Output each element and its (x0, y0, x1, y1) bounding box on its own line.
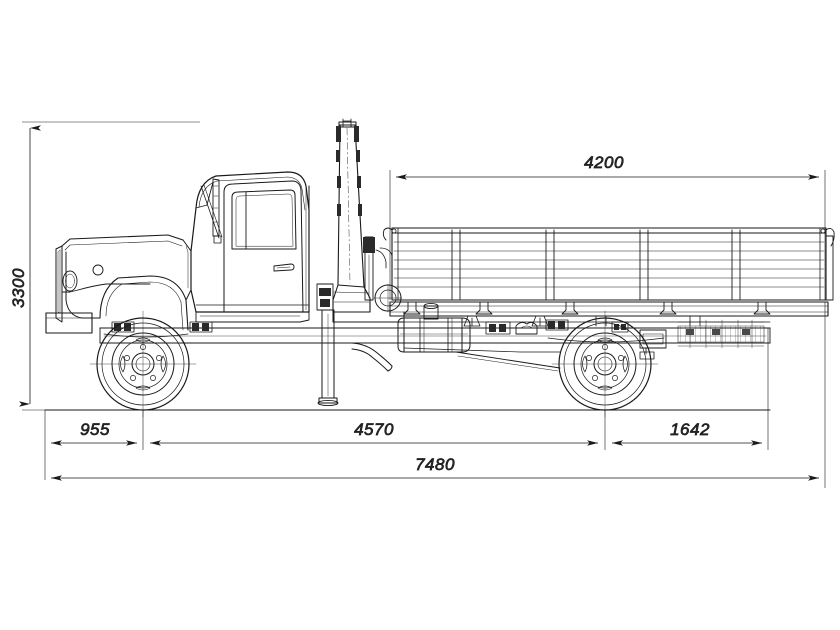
truck-cab (190, 171, 310, 323)
dimension-label-wheelbase: 4570 (354, 420, 394, 439)
dimension-label-overall-length: 7480 (415, 455, 455, 474)
dimension-front-overhang-955: 955 (44, 410, 144, 480)
drawing-geometry (44, 118, 835, 418)
dimension-label-bed: 4200 (584, 153, 624, 172)
crane-base (316, 283, 405, 323)
dimension-label-height: 3300 (9, 268, 28, 308)
exhaust-pipe (351, 342, 393, 372)
dimension-label-front-overhang: 955 (80, 420, 110, 439)
rear-wheel (551, 310, 659, 418)
dimension-rear-overhang-1642: 1642 (612, 328, 769, 450)
chassis-frame (99, 319, 771, 372)
crane-boom (332, 118, 393, 313)
dimension-length-7480: 7480 (51, 302, 826, 488)
cargo-bed (382, 227, 835, 327)
dimension-wheelbase-4570: 4570 (150, 410, 606, 450)
dimension-bed-4200: 4200 (389, 153, 826, 300)
dimension-layer: 3300 4200 955 4570 1642 (9, 121, 826, 488)
dimension-height-3300: 3300 (9, 121, 200, 411)
dimension-label-rear-overhang: 1642 (670, 420, 710, 439)
